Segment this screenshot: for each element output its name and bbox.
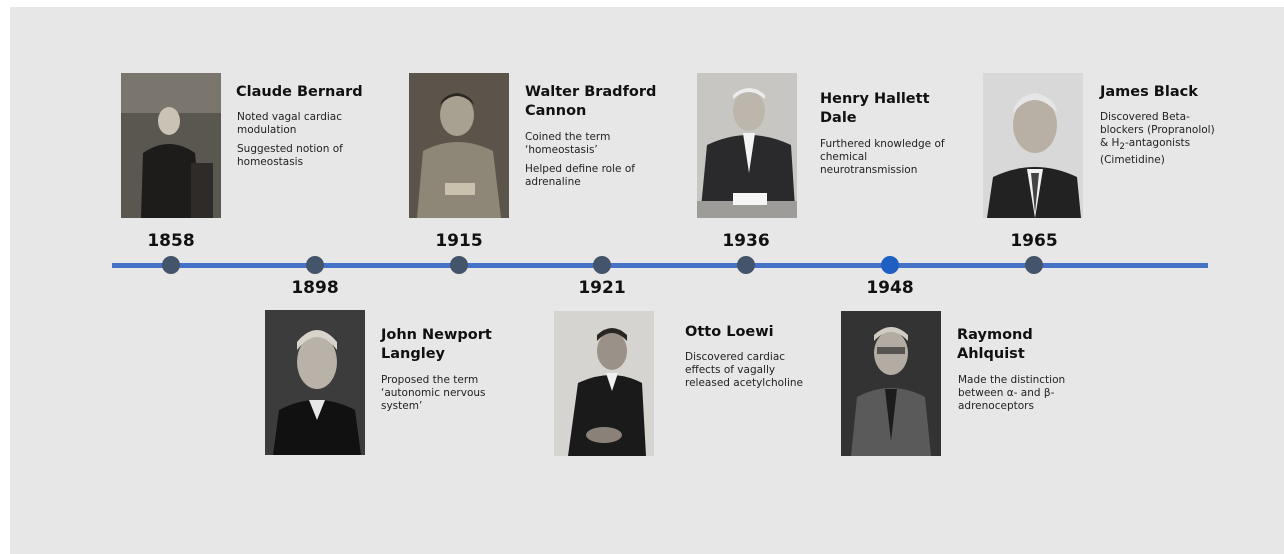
description-line: Made the distinction between α- and β-ad… <box>958 374 1066 412</box>
scientist-name: Otto Loewi <box>685 324 774 340</box>
scientist-name: Claude Bernard <box>236 84 363 100</box>
scientist-description: Noted vagal cardiac modulation Suggested… <box>237 111 357 175</box>
scientist-description: Proposed the term ‘autonomic nervous sys… <box>381 374 506 419</box>
portrait-photo <box>265 310 365 455</box>
description-line: Helped define role of adrenaline <box>525 163 635 188</box>
timeline-marker-1898 <box>306 256 324 274</box>
timeline-marker-1948 <box>881 256 899 274</box>
scientist-description: Discovered Beta-blockers (Propranolol) &… <box>1100 111 1215 173</box>
scientist-description: Discovered cardiac effects of vagally re… <box>685 351 810 396</box>
timeline-marker-1921 <box>593 256 611 274</box>
portrait-silhouette-icon <box>554 311 654 456</box>
description-line: Coined the term ‘homeostasis’ <box>525 131 611 156</box>
scientist-name: Raymond Ahlquist <box>957 327 1033 362</box>
description-text: -antagonists (Cimetidine) <box>1100 137 1191 167</box>
portrait-photo <box>841 311 941 456</box>
year-label-1858: 1858 <box>147 231 195 251</box>
year-label-1936: 1936 <box>722 231 770 251</box>
scientist-name: John Newport Langley <box>381 327 492 362</box>
portrait-photo <box>697 73 797 218</box>
scientist-name: James Black <box>1100 84 1198 100</box>
portrait-photo <box>121 73 221 218</box>
description-line: Suggested notion of homeostasis <box>237 143 343 168</box>
year-label-1898: 1898 <box>291 278 339 298</box>
timeline-marker-1858 <box>162 256 180 274</box>
year-label-1948: 1948 <box>866 278 914 298</box>
year-label-1965: 1965 <box>1010 231 1058 251</box>
description-line: Discovered cardiac effects of vagally re… <box>685 351 804 389</box>
scientist-description: Made the distinction between α- and β-ad… <box>958 374 1086 419</box>
timeline-marker-1936 <box>737 256 755 274</box>
scientist-description: Coined the term ‘homeostasis’ Helped def… <box>525 131 645 195</box>
portrait-silhouette-icon <box>841 311 941 456</box>
timeline-marker-1915 <box>450 256 468 274</box>
description-line: Discovered Beta-blockers (Propranolol) &… <box>1100 111 1215 167</box>
year-label-1921: 1921 <box>578 278 626 298</box>
portrait-photo <box>554 311 654 456</box>
portrait-photo <box>409 73 509 218</box>
portrait-photo <box>983 73 1083 218</box>
description-line: Noted vagal cardiac modulation <box>237 111 342 136</box>
description-text: Discovered Beta-blockers (Propranolol) &… <box>1100 111 1215 149</box>
timeline-marker-1965 <box>1025 256 1043 274</box>
year-label-1915: 1915 <box>435 231 483 251</box>
description-line: Proposed the term ‘autonomic nervous sys… <box>381 374 486 412</box>
timeline-axis <box>112 263 1208 268</box>
scientist-name: Walter Bradford Cannon <box>525 84 657 119</box>
scientist-description: Furthered knowledge of chemical neurotra… <box>820 138 955 183</box>
scientist-name: Henry Hallett Dale <box>820 91 930 126</box>
portrait-silhouette-icon <box>265 310 365 455</box>
portrait-silhouette-icon <box>409 73 509 218</box>
portrait-silhouette-icon <box>121 73 221 218</box>
description-line: Furthered knowledge of chemical neurotra… <box>820 138 945 176</box>
portrait-silhouette-icon <box>697 73 797 218</box>
description-subscript: 2 <box>1119 142 1125 153</box>
portrait-silhouette-icon <box>983 73 1083 218</box>
